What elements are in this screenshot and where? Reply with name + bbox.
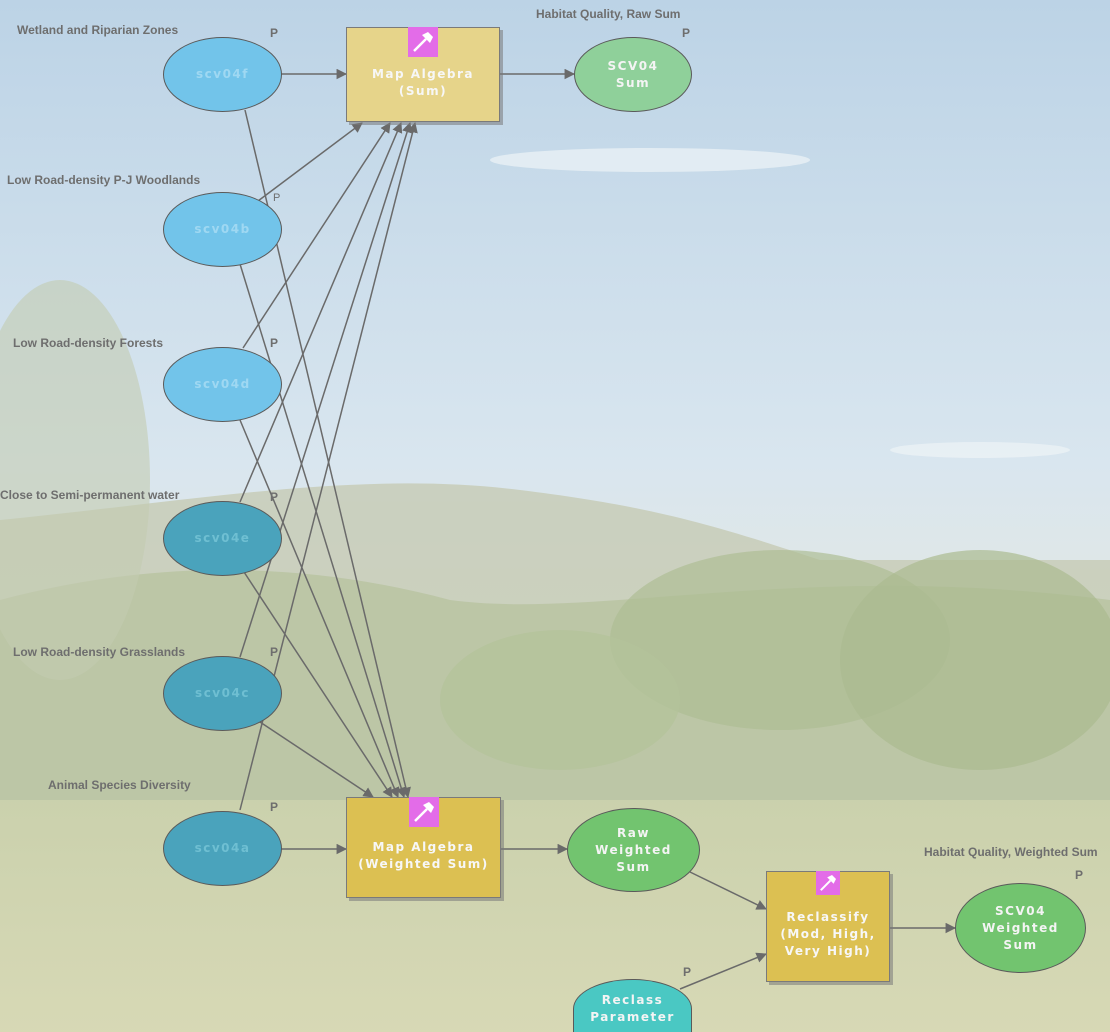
output-node-scv04-weighted-sum[interactable]: SCV04 Weighted Sum (955, 883, 1086, 973)
tool-label: (Mod, High, (780, 927, 876, 941)
input-node-scv04c[interactable]: scv04c (163, 656, 282, 731)
label-raw-sum: Habitat Quality, Raw Sum (536, 7, 681, 21)
param-flag: P (273, 192, 281, 204)
intermediate-node-raw-weighted-sum[interactable]: Raw Weighted Sum (567, 808, 700, 892)
param-flag: P (270, 645, 279, 659)
tool-map-algebra-weighted-sum[interactable]: Map Algebra (Weighted Sum) (346, 797, 501, 898)
param-flag: P (1075, 868, 1084, 882)
param-flag: P (270, 800, 279, 814)
label-pj-woodlands: Low Road-density P-J Woodlands (7, 173, 201, 187)
tool-label: Very High) (784, 944, 872, 958)
label-forests: Low Road-density Forests (13, 336, 164, 350)
input-node-scv04f[interactable]: scv04f (163, 37, 282, 112)
input-node-scv04b[interactable]: scv04b (163, 192, 282, 267)
label-water: Close to Semi-permanent water (0, 488, 180, 502)
label-weighted-sum: Habitat Quality, Weighted Sum (924, 845, 1098, 859)
param-flag: P (682, 26, 691, 40)
output-node-scv04-sum[interactable]: SCV04 Sum (574, 37, 692, 112)
param-flag: P (270, 26, 279, 40)
tool-label: (Weighted Sum) (358, 856, 489, 871)
tool-label: Map Algebra (372, 839, 475, 854)
param-flag: P (683, 965, 692, 979)
param-node-reclass-parameter[interactable]: Reclass Parameter (573, 979, 692, 1032)
tool-label: Map Algebra (Sum) (371, 66, 475, 98)
hammer-icon (408, 797, 439, 827)
input-node-scv04a[interactable]: scv04a (163, 811, 282, 886)
label-animal-diversity: Animal Species Diversity (48, 778, 191, 792)
hammer-icon (408, 27, 438, 57)
tool-reclassify[interactable]: Reclassify (Mod, High, Very High) (766, 871, 890, 982)
tool-label: Reclassify (786, 910, 870, 924)
input-node-scv04d[interactable]: scv04d (163, 347, 282, 422)
hammer-icon (816, 871, 840, 895)
label-wetland: Wetland and Riparian Zones (17, 23, 179, 37)
label-grasslands: Low Road-density Grasslands (13, 645, 186, 659)
tool-map-algebra-sum[interactable]: Map Algebra (Sum) (346, 27, 500, 122)
param-flag: P (270, 336, 279, 350)
input-node-scv04e[interactable]: scv04e (163, 501, 282, 576)
param-flag: P (270, 490, 279, 504)
